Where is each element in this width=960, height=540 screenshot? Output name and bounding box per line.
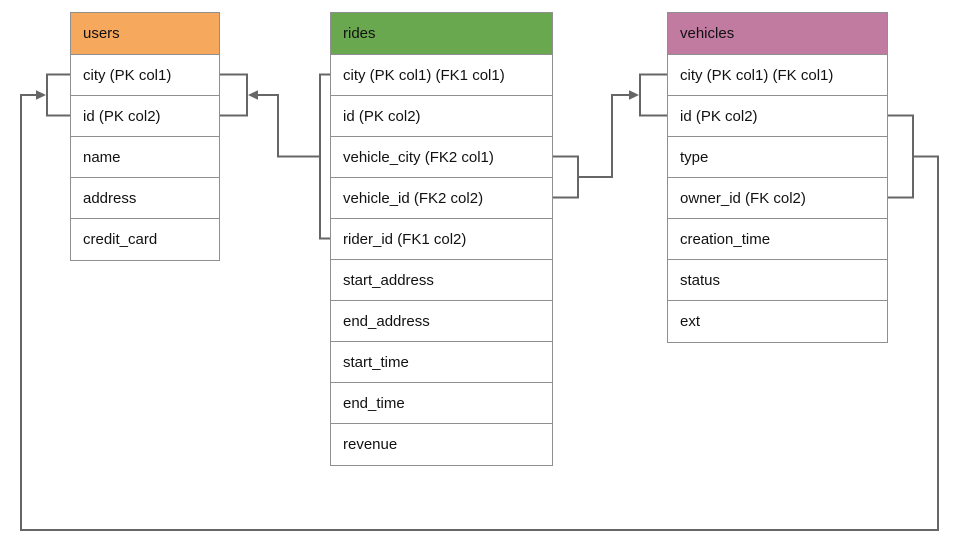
vehicles-fk-bracket-right xyxy=(888,114,914,199)
fk2-connector-line xyxy=(578,94,629,178)
table-row-rides-rider-id: rider_id (FK1 col2) xyxy=(331,219,552,260)
table-row-rides-vehicle-city: vehicle_city (FK2 col1) xyxy=(331,137,552,178)
table-row-rides-city: city (PK col1) (FK1 col1) xyxy=(331,55,552,96)
table-row-users-id: id (PK col2) xyxy=(71,96,219,137)
table-row-vehicles-creation-time: creation_time xyxy=(668,219,887,260)
table-users-header: users xyxy=(71,13,219,55)
fk1-arrowhead-icon xyxy=(248,90,258,100)
table-row-users-city: city (PK col1) xyxy=(71,55,219,96)
table-row-rides-start-address: start_address xyxy=(331,260,552,301)
table-row-vehicles-id: id (PK col2) xyxy=(668,96,887,137)
vehicles-pk-bracket-left xyxy=(639,73,667,117)
table-row-users-credit-card: credit_card xyxy=(71,219,219,260)
table-row-rides-revenue: revenue xyxy=(331,424,552,465)
table-vehicles-header: vehicles xyxy=(668,13,887,55)
table-row-rides-end-address: end_address xyxy=(331,301,552,342)
rides-fk1-bracket-left xyxy=(319,73,330,240)
table-row-vehicles-type: type xyxy=(668,137,887,178)
rides-fk2-bracket-right xyxy=(553,155,579,199)
table-rides: rides city (PK col1) (FK1 col1) id (PK c… xyxy=(330,12,553,466)
table-row-vehicles-owner-id: owner_id (FK col2) xyxy=(668,178,887,219)
fk-loop-connector-line xyxy=(20,94,939,531)
table-row-vehicles-ext: ext xyxy=(668,301,887,342)
table-row-vehicles-status: status xyxy=(668,260,887,301)
fk2-arrowhead-icon xyxy=(629,90,639,100)
users-pk-bracket-right xyxy=(220,73,248,117)
table-users: users city (PK col1) id (PK col2) name a… xyxy=(70,12,220,261)
table-row-users-name: name xyxy=(71,137,219,178)
table-row-rides-vehicle-id: vehicle_id (FK2 col2) xyxy=(331,178,552,219)
table-row-rides-end-time: end_time xyxy=(331,383,552,424)
users-pk-bracket-left xyxy=(46,73,70,117)
fk1-connector-line xyxy=(258,94,320,158)
table-row-users-address: address xyxy=(71,178,219,219)
table-rides-header: rides xyxy=(331,13,552,55)
fk-loop-arrowhead-icon xyxy=(36,90,46,100)
table-row-rides-id: id (PK col2) xyxy=(331,96,552,137)
table-row-rides-start-time: start_time xyxy=(331,342,552,383)
table-vehicles: vehicles city (PK col1) (FK col1) id (PK… xyxy=(667,12,888,343)
table-row-vehicles-city: city (PK col1) (FK col1) xyxy=(668,55,887,96)
